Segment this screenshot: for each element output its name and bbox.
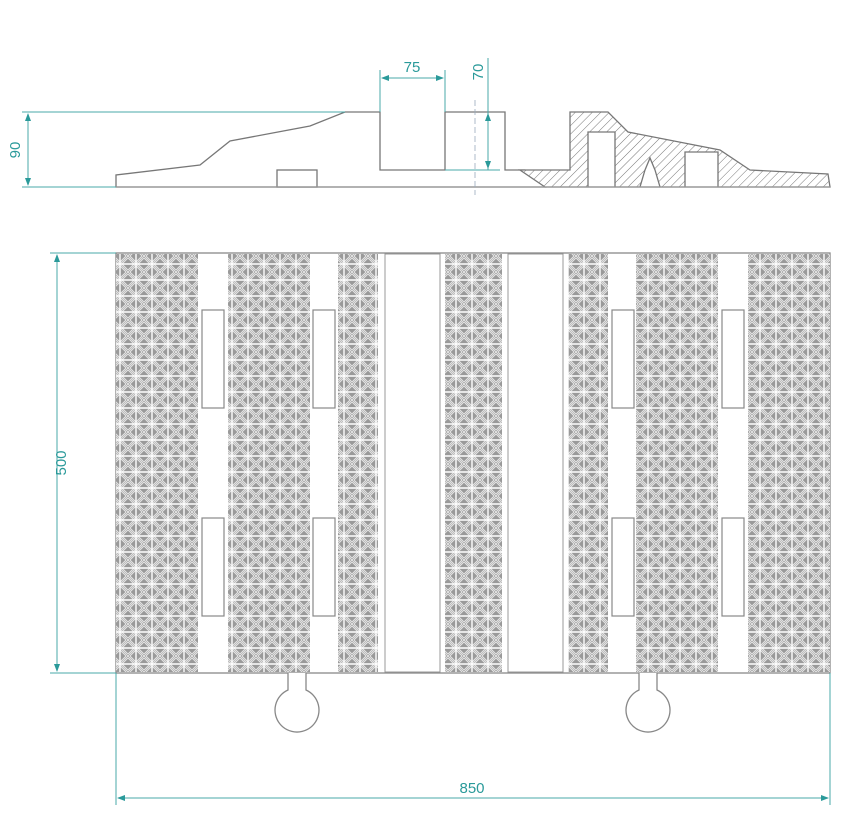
connector-slots — [201, 309, 745, 617]
connector-knob — [625, 673, 671, 733]
dimension-channel-width: 75 — [379, 59, 446, 112]
dimension-length-label: 500 — [53, 450, 70, 475]
ramp-left-body — [115, 111, 547, 188]
dimension-width-label: 850 — [459, 780, 484, 797]
tread-strip — [748, 254, 830, 672]
tread-strip — [445, 254, 502, 672]
tread-strip — [116, 254, 198, 672]
section-profile — [115, 111, 831, 188]
tread-strip — [228, 254, 310, 672]
tread-strip — [636, 254, 718, 672]
base-foot — [276, 169, 318, 188]
dimension-channel-width-label: 75 — [404, 59, 421, 76]
plan-view — [115, 252, 831, 733]
cable-channel — [384, 253, 441, 673]
dimension-height-label: 90 — [7, 142, 24, 159]
connector-knobs — [274, 673, 671, 733]
cable-channels — [384, 253, 564, 673]
dimension-channel-depth-label: 70 — [470, 64, 487, 81]
connector-knob — [274, 673, 320, 733]
connector-slot — [312, 309, 336, 409]
connector-slot — [611, 309, 635, 409]
connector-slot — [721, 517, 745, 617]
cable-channel — [507, 253, 564, 673]
tread-strip — [338, 254, 378, 672]
connector-slot — [312, 517, 336, 617]
connector-slot — [201, 309, 225, 409]
hatched-section — [517, 111, 831, 188]
connector-slot — [721, 309, 745, 409]
dimension-height: 90 — [7, 111, 345, 188]
dimension-channel-depth: 70 — [445, 58, 500, 195]
dimension-width: 850 — [115, 673, 831, 805]
dimension-length: 500 — [50, 252, 116, 674]
tread-strips — [116, 254, 830, 672]
tread-strip — [568, 254, 608, 672]
connector-slot — [201, 517, 225, 617]
connector-slot — [611, 517, 635, 617]
